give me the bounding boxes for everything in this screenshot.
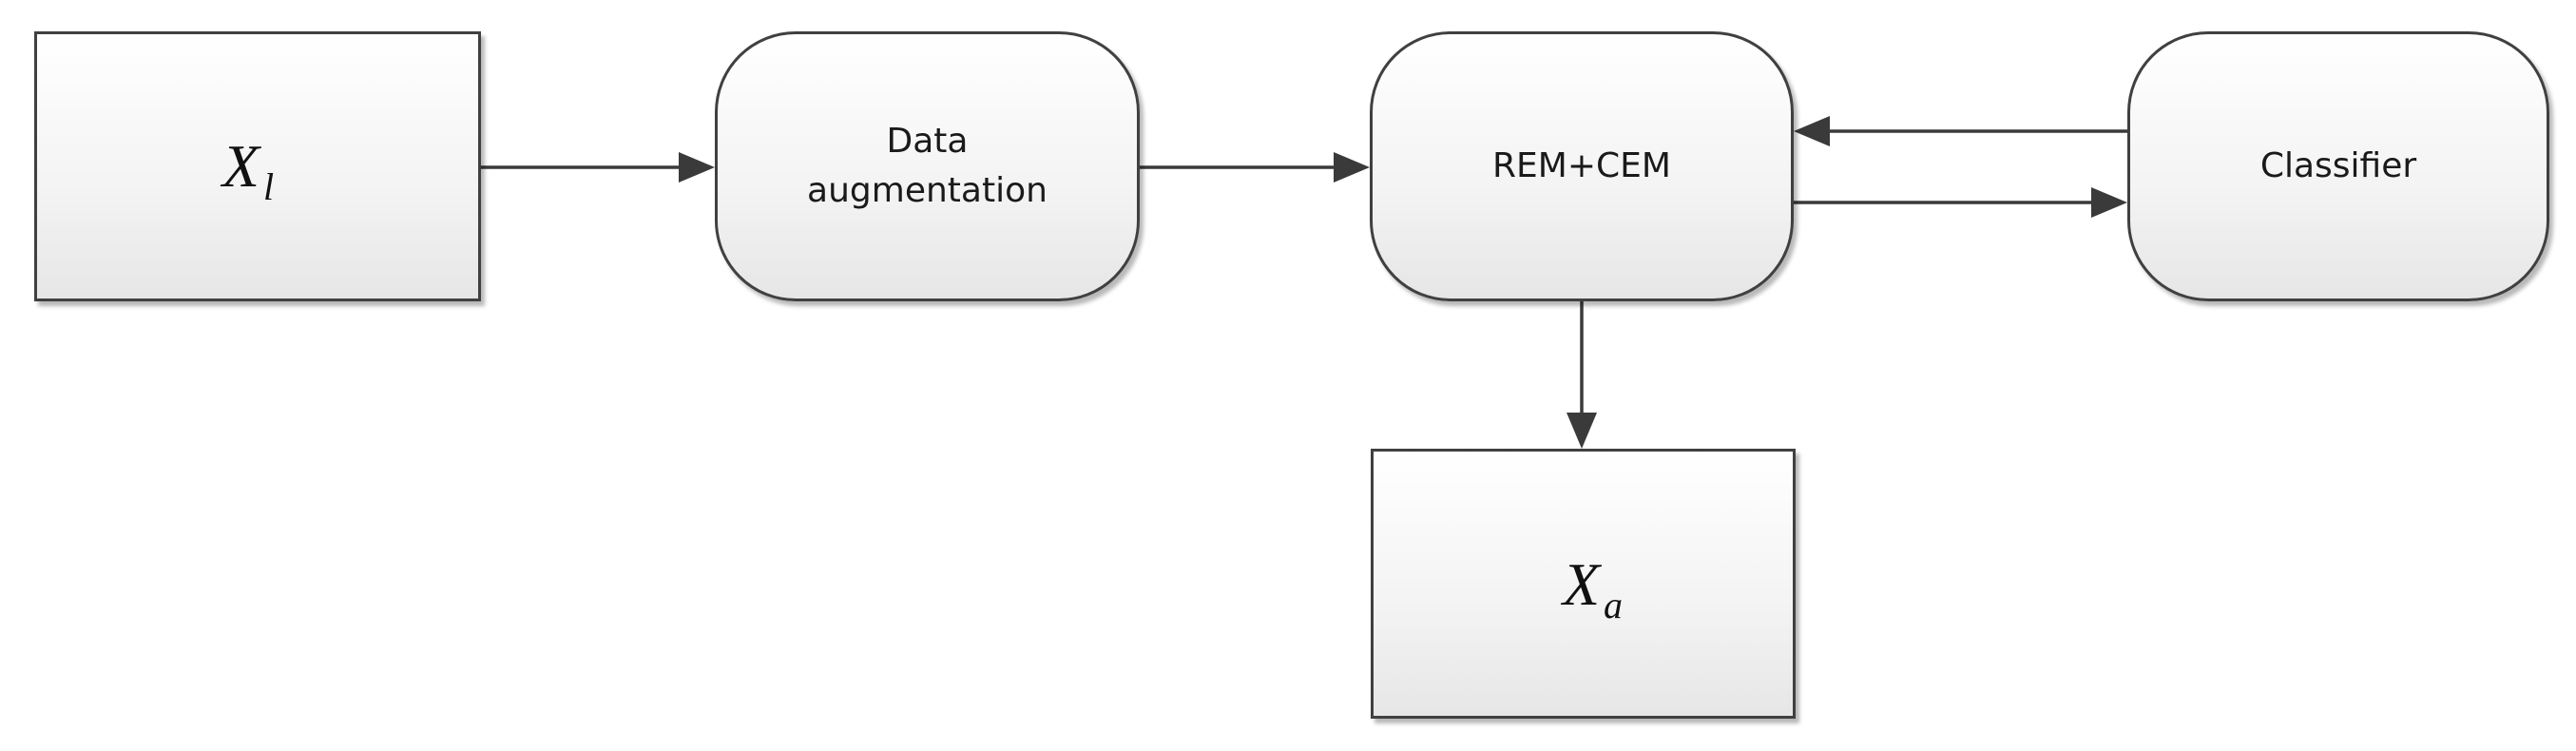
rem-cem-node: REM+CEM bbox=[1370, 31, 1794, 301]
rem-cem-label: REM+CEM bbox=[1492, 145, 1671, 185]
xl-symbol-subscript: l bbox=[262, 165, 275, 208]
arrow-xl-to-augmentation bbox=[481, 152, 715, 183]
xl-symbol-base: X bbox=[221, 132, 260, 200]
xa-symbol-subscript: a bbox=[1604, 584, 1624, 626]
arrow-rem-cem-to-xa bbox=[1567, 301, 1597, 449]
classifier-label: Classifier bbox=[2259, 145, 2417, 185]
xa-symbol-base: X bbox=[1562, 550, 1601, 618]
data-augmentation-node: Data augmentation bbox=[715, 31, 1140, 301]
arrow-augmentation-to-rem-cem bbox=[1140, 152, 1370, 183]
data-augmentation-label: Data augmentation bbox=[807, 121, 1048, 210]
arrow-classifier-to-rem-cem bbox=[1794, 116, 2127, 146]
classifier-node: Classifier bbox=[2127, 31, 2549, 301]
arrow-rem-cem-to-classifier bbox=[1794, 187, 2127, 218]
